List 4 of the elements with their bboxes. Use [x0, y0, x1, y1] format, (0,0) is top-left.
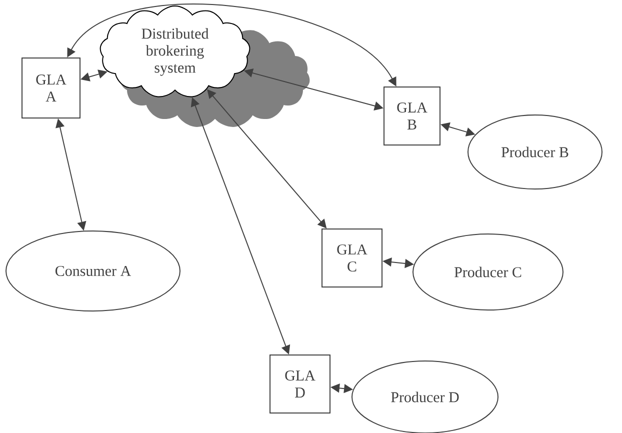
agent-box: GLA B: [384, 86, 440, 146]
agent-box: GLA A: [22, 58, 80, 118]
agent-box: GLA C: [322, 228, 382, 288]
agent-box: GLA D: [270, 354, 330, 414]
